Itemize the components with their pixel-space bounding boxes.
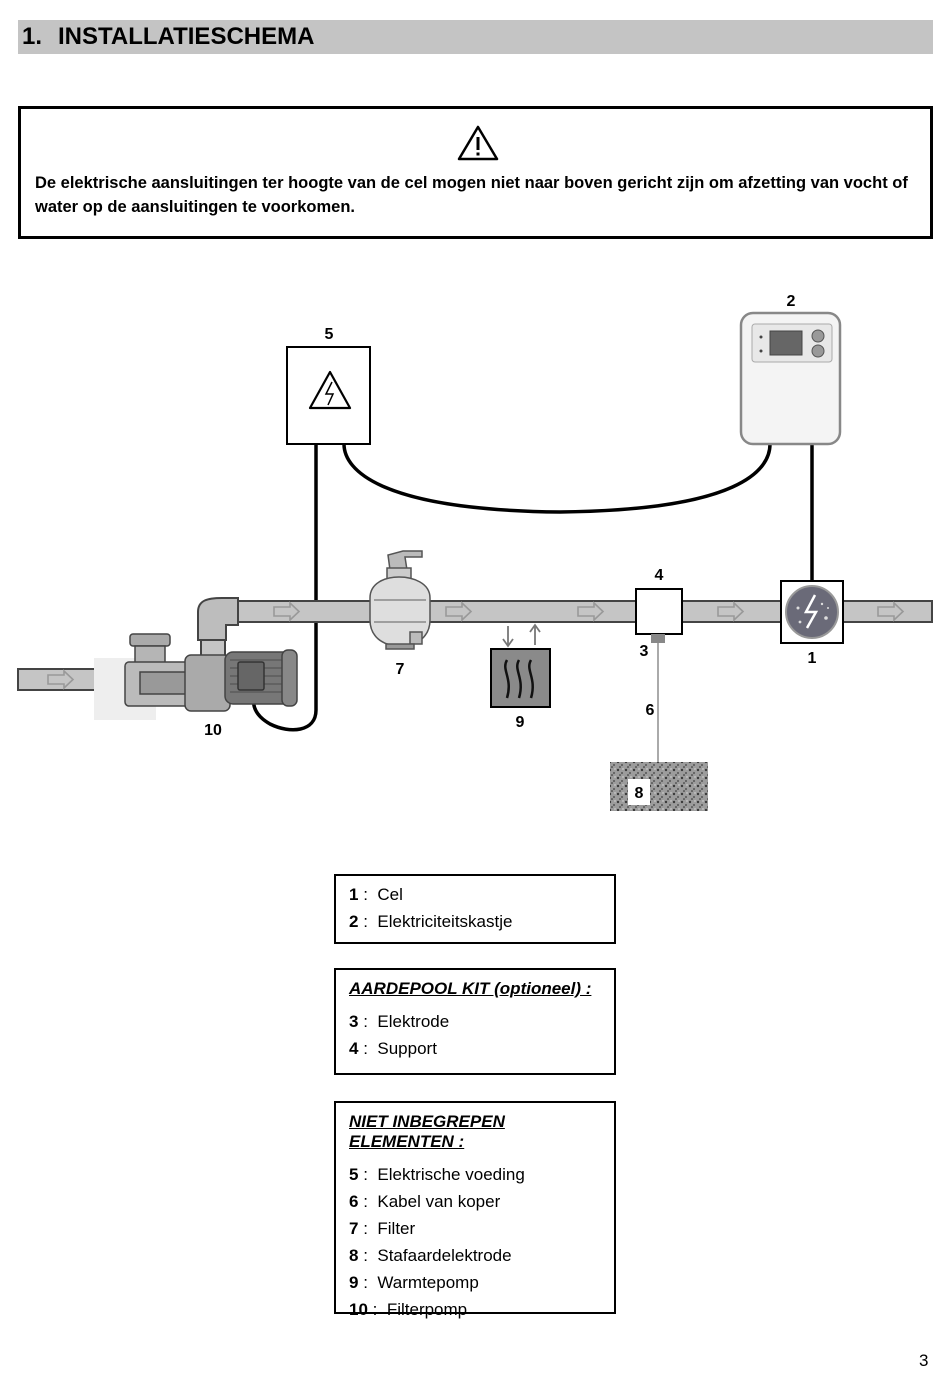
power-cable-to-pump xyxy=(251,444,318,732)
label-9: 9 xyxy=(516,714,525,731)
legend-row: 10 : Filterpomp xyxy=(349,1300,468,1319)
electrode xyxy=(651,634,665,643)
sand-filter xyxy=(369,550,431,650)
legend-kit: AARDEPOOL KIT (optioneel) : 3 : Elektrod… xyxy=(334,968,616,1075)
legend-kit-title: AARDEPOOL KIT (optioneel) : xyxy=(349,979,592,998)
legend-row: 5 : Elektrische voeding xyxy=(349,1165,525,1184)
support-box xyxy=(635,588,683,635)
power-cable-arc xyxy=(342,443,772,514)
label-5: 5 xyxy=(325,326,334,343)
legend-main: 1 : Cel 2 : Elektriciteitskastje xyxy=(334,874,616,944)
legend-row: 4 : Support xyxy=(349,1039,437,1058)
section-number: 1. xyxy=(22,23,43,50)
label-4: 4 xyxy=(655,567,664,584)
page-number: 3 xyxy=(919,1351,929,1370)
cell xyxy=(780,580,844,644)
label-8: 8 xyxy=(635,785,644,802)
legend-row: 7 : Filter xyxy=(349,1219,416,1238)
legend-not-included: NIET INBEGREPEN ELEMENTEN : 5 : Elektris… xyxy=(334,1101,616,1319)
flow-arrows xyxy=(47,601,905,690)
legend-row: 8 : Stafaardelektrode xyxy=(349,1246,512,1265)
legend-row: 9 : Warmtepomp xyxy=(349,1273,479,1292)
label-2: 2 xyxy=(787,293,796,310)
label-3: 3 xyxy=(640,643,649,660)
legend-not-included-title: NIET INBEGREPEN ELEMENTEN : xyxy=(349,1112,505,1151)
ground-electrode-area xyxy=(610,762,708,811)
label-10: 10 xyxy=(204,722,222,739)
filter-pump xyxy=(94,633,298,720)
warning-text: De elektrische aansluitingen ter hoogte … xyxy=(35,174,908,216)
section-title: INSTALLATIESCHEMA xyxy=(58,23,315,50)
legend-row: 3 : Elektrode xyxy=(349,1012,450,1031)
pipe-elbow xyxy=(197,597,239,641)
warning-box: De elektrische aansluitingen ter hoogte … xyxy=(18,106,933,239)
warning-triangle-icon xyxy=(457,125,499,161)
legend-row: 2 : Elektriciteitskastje xyxy=(349,912,513,931)
label-1: 1 xyxy=(808,650,817,667)
electrical-supply-box xyxy=(286,346,371,445)
section-header: 1. INSTALLATIESCHEMA xyxy=(18,20,933,54)
heat-pump xyxy=(490,623,551,708)
control-box xyxy=(739,311,842,446)
installation-diagram: 1 2 3 4 5 6 7 8 9 10 xyxy=(17,293,933,811)
legend-row: 6 : Kabel van koper xyxy=(349,1192,501,1211)
label-6: 6 xyxy=(646,702,655,719)
legend-row: 1 : Cel xyxy=(349,885,403,904)
label-7: 7 xyxy=(396,661,405,678)
